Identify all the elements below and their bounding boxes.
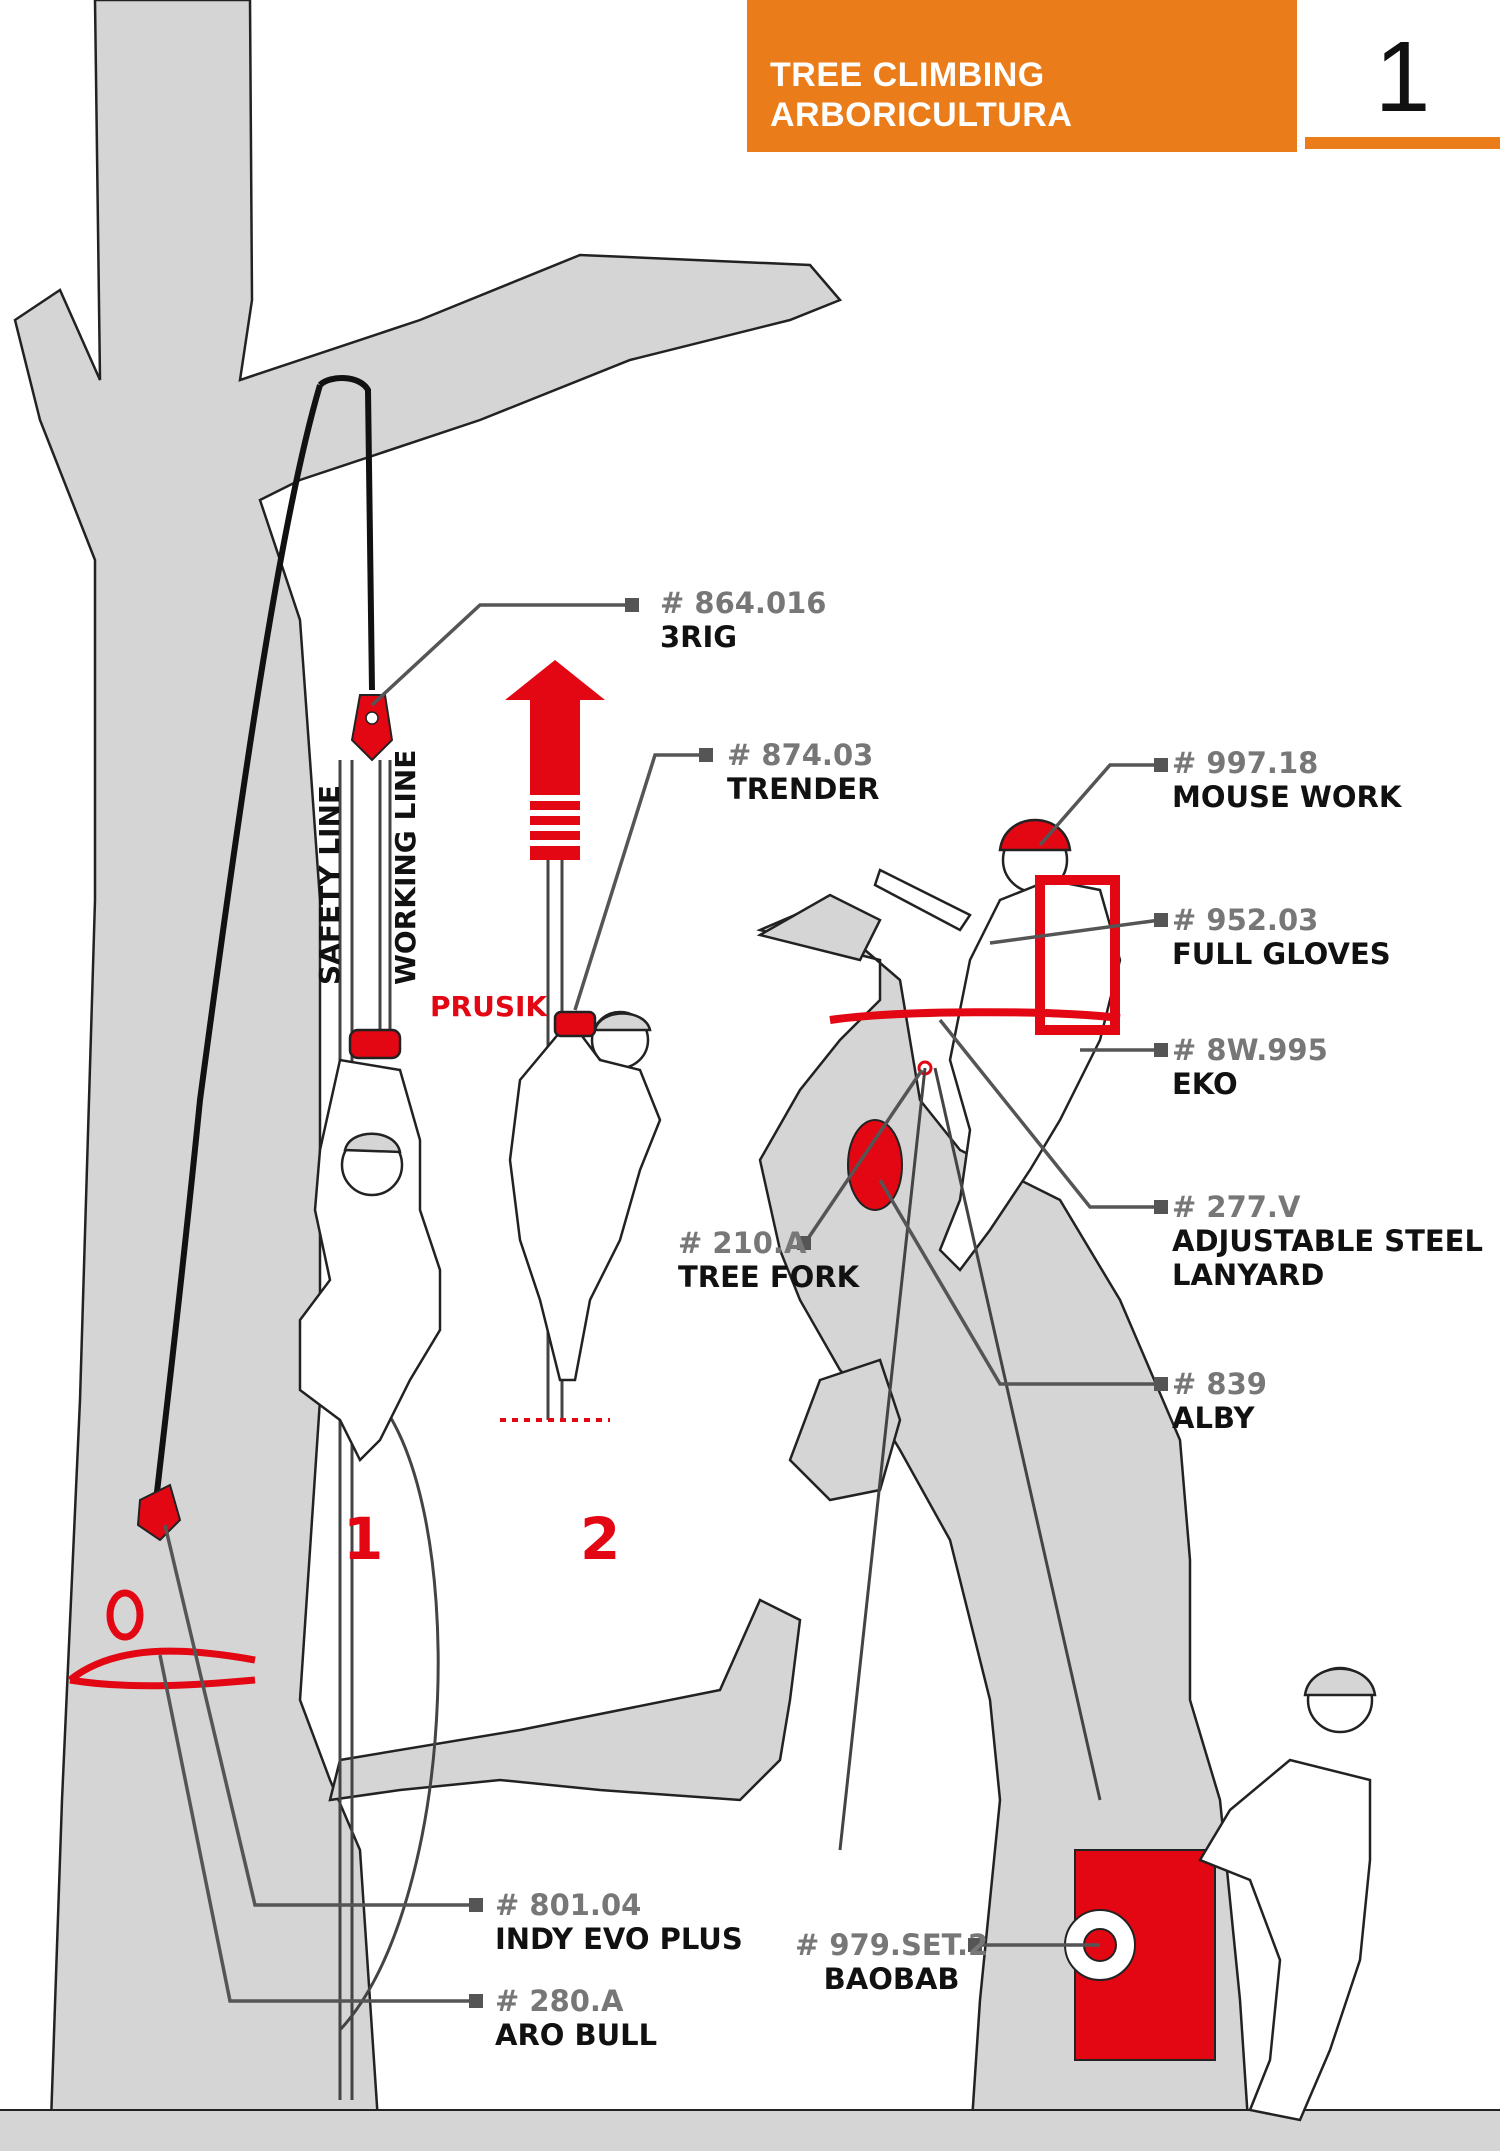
callout-trender: # 874.03 TRENDER [727,738,879,806]
callout-alby: # 839 ALBY [1172,1367,1267,1435]
callout-lanyard-name: ADJUSTABLE STEEL [1172,1224,1483,1258]
callout-trender-code: # 874.03 [727,738,879,772]
callout-lanyard: # 277.V ADJUSTABLE STEEL LANYARD [1172,1190,1483,1292]
callout-baobab-code: # 979.SET.2 [795,1928,988,1962]
safety-line-label: SAFETY LINE [313,785,346,985]
callout-tree-fork-name: TREE FORK [678,1260,859,1294]
callout-3rig: # 864.016 3RIG [660,586,826,654]
callout-alby-name: ALBY [1172,1401,1267,1435]
step-number-1: 1 [343,1505,383,1573]
callout-tree-fork-code: # 210.A [678,1226,859,1260]
callout-lanyard-code: # 277.V [1172,1190,1483,1224]
callout-eko: # 8W.995 EKO [1172,1033,1328,1101]
callout-baobab: # 979.SET.2 BAOBAB [795,1928,988,1996]
callout-indy-evo-plus-name: INDY EVO PLUS [495,1922,743,1956]
lower-branch [330,1600,800,1800]
callout-aro-bull: # 280.A ARO BULL [495,1984,657,2052]
callout-baobab-name: BAOBAB [795,1962,988,1996]
step-number-2: 2 [580,1505,620,1573]
main-tree-trunk [15,0,840,2151]
callout-lanyard-name2: LANYARD [1172,1258,1483,1292]
callout-full-gloves-name: FULL GLOVES [1172,937,1391,971]
climber-2 [510,1012,660,1380]
callout-indy-evo-plus-code: # 801.04 [495,1888,743,1922]
callout-aro-bull-code: # 280.A [495,1984,657,2018]
callout-full-gloves-code: # 952.03 [1172,903,1391,937]
prusik-label: PRUSIK [430,990,547,1023]
callout-alby-code: # 839 [1172,1367,1267,1401]
callout-mouse-work-code: # 997.18 [1172,746,1401,780]
callout-mouse-work: # 997.18 MOUSE WORK [1172,746,1401,814]
callout-indy-evo-plus: # 801.04 INDY EVO PLUS [495,1888,743,1956]
callout-full-gloves: # 952.03 FULL GLOVES [1172,903,1391,971]
branch-stub-upper [760,895,880,960]
working-line-label: WORKING LINE [389,750,422,985]
callout-aro-bull-name: ARO BULL [495,2018,657,2052]
callout-tree-fork: # 210.A TREE FORK [678,1226,859,1294]
callout-eko-code: # 8W.995 [1172,1033,1328,1067]
callout-3rig-name: 3RIG [660,620,826,654]
callout-eko-name: EKO [1172,1067,1328,1101]
callout-trender-name: TRENDER [727,772,879,806]
callout-3rig-code: # 864.016 [660,586,826,620]
cut-branch-log [790,1360,900,1500]
callout-mouse-work-name: MOUSE WORK [1172,780,1401,814]
trender-leader [575,755,705,1010]
